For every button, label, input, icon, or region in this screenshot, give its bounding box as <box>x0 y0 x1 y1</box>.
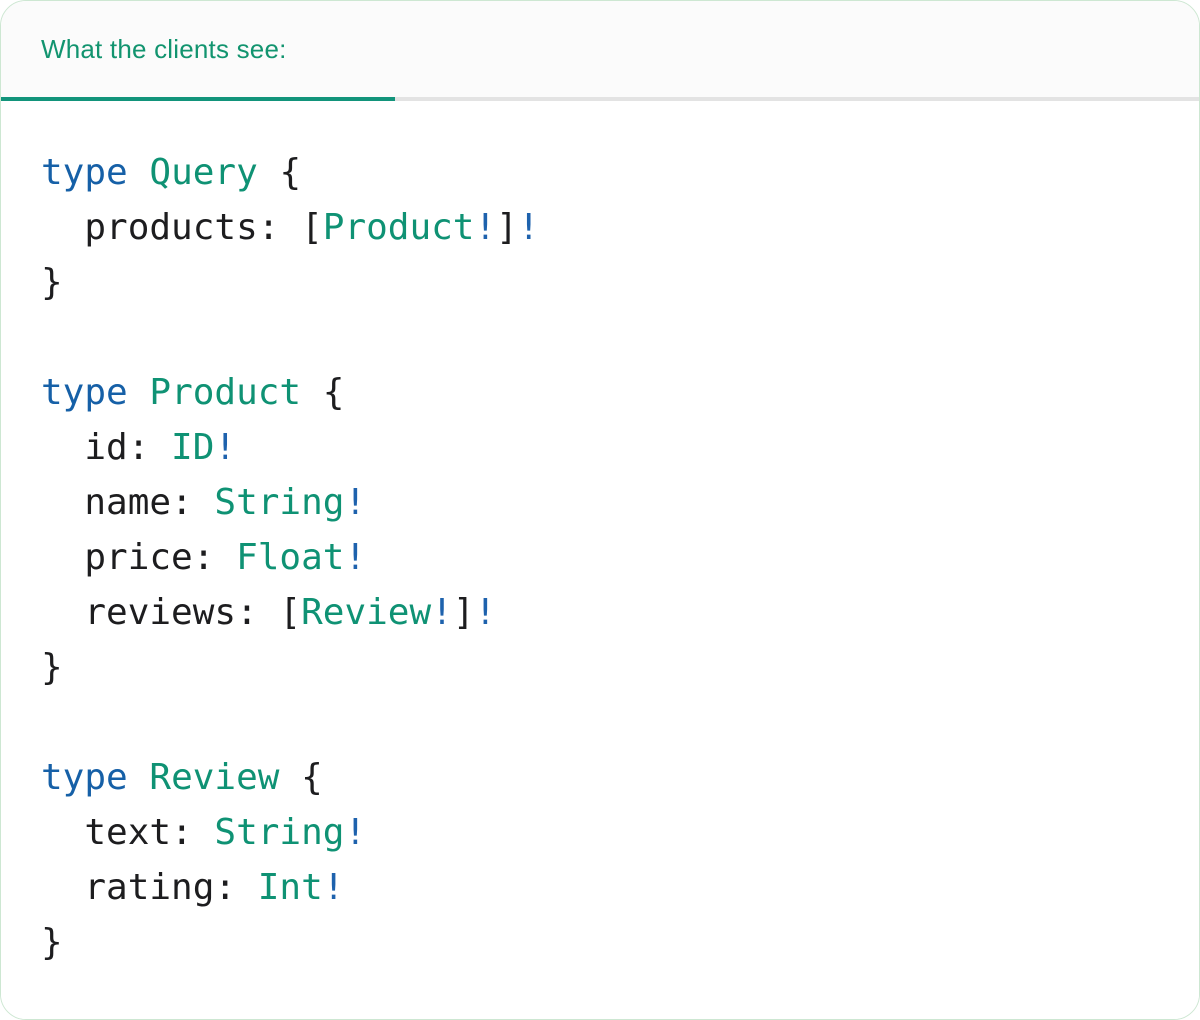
code-token-plain: } <box>41 922 63 963</box>
code-token-bang: ! <box>344 537 367 578</box>
tab-what-clients-see[interactable]: What the clients see: <box>41 33 287 64</box>
code-token-plain: } <box>41 647 63 688</box>
code-token-plain: { <box>257 152 302 193</box>
code-token-plain: name: <box>41 482 215 523</box>
code-token-typename: Review <box>149 757 280 798</box>
code-token-typename: Query <box>149 152 258 193</box>
code-token-plain: rating: <box>41 867 258 908</box>
code-token-plain: price: <box>41 537 237 578</box>
code-token-plain: text: <box>41 812 215 853</box>
code-token-plain <box>128 152 150 193</box>
code-line: } <box>41 915 1159 970</box>
code-token-keyword: type <box>41 757 128 798</box>
code-token-bang: ! <box>322 867 345 908</box>
code-token-plain <box>128 757 150 798</box>
code-token-bang: ! <box>517 207 540 248</box>
code-token-bang: ! <box>344 812 367 853</box>
code-token-plain: products: [ <box>41 207 323 248</box>
code-token-typename: Product <box>322 207 475 248</box>
code-token-typename: Review <box>301 592 432 633</box>
code-line: products: [Product!]! <box>41 200 1159 255</box>
code-token-keyword: type <box>41 152 128 193</box>
code-line: id: ID! <box>41 420 1159 475</box>
active-tab-underline <box>1 97 395 101</box>
tab-bar: What the clients see: <box>1 1 1199 97</box>
code-token-plain: ] <box>452 592 475 633</box>
code-line: } <box>41 640 1159 695</box>
code-token-bang: ! <box>214 427 237 468</box>
code-token-plain: } <box>41 262 63 303</box>
code-area: type Query { products: [Product!]!} type… <box>1 101 1199 1019</box>
code-line: text: String! <box>41 805 1159 860</box>
code-token-bang: ! <box>474 592 497 633</box>
code-token-bang: ! <box>344 482 367 523</box>
code-line: rating: Int! <box>41 860 1159 915</box>
code-token-keyword: type <box>41 372 128 413</box>
code-line: reviews: [Review!]! <box>41 585 1159 640</box>
code-line: name: String! <box>41 475 1159 530</box>
code-token-typename: Int <box>257 867 323 908</box>
code-line: } <box>41 255 1159 310</box>
code-token-bang: ! <box>431 592 453 633</box>
code-token-plain: { <box>301 372 345 413</box>
code-line <box>41 310 1159 365</box>
code-line: type Review { <box>41 750 1159 805</box>
code-token-typename: String <box>214 812 345 853</box>
code-token-bang: ! <box>474 207 497 248</box>
code-line: type Product { <box>41 365 1159 420</box>
code-token-plain: ] <box>496 207 518 248</box>
code-token-typename: Float <box>236 537 345 578</box>
code-token-typename: Product <box>149 372 302 413</box>
code-token-plain: reviews: [ <box>41 592 302 633</box>
code-token-plain <box>128 372 150 413</box>
code-block: type Query { products: [Product!]!} type… <box>41 145 1159 970</box>
code-token-plain: { <box>279 757 323 798</box>
code-line: type Query { <box>41 145 1159 200</box>
code-token-plain: id: <box>41 427 172 468</box>
code-line: price: Float! <box>41 530 1159 585</box>
tab-rule <box>1 97 1199 101</box>
code-line <box>41 695 1159 750</box>
code-token-typename: String <box>214 482 345 523</box>
tab-divider <box>395 97 1199 101</box>
code-token-typename: ID <box>171 427 215 468</box>
